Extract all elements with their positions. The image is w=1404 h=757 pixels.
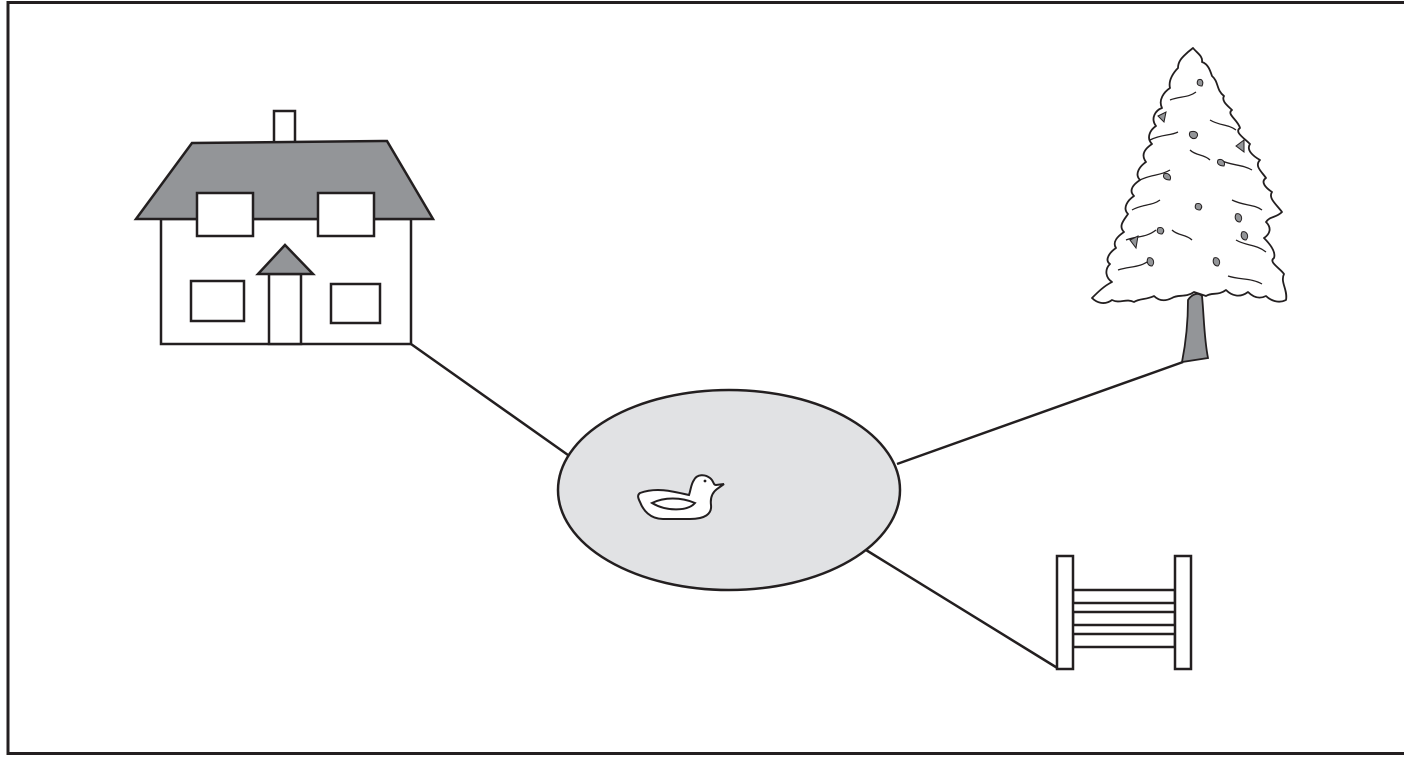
house-icon bbox=[133, 109, 436, 346]
connections bbox=[410, 342, 1184, 671]
window-left bbox=[189, 279, 246, 323]
tree-gray-patches bbox=[1129, 79, 1249, 267]
duck-eye bbox=[703, 479, 707, 483]
window-right bbox=[329, 282, 382, 325]
gate-icon bbox=[1055, 554, 1193, 671]
tree-icon bbox=[1091, 47, 1288, 364]
edge-house-pond bbox=[410, 342, 569, 457]
tree-trunk bbox=[1180, 293, 1210, 364]
duck-icon bbox=[637, 474, 725, 520]
dormer-window-left bbox=[195, 191, 255, 238]
chimney bbox=[272, 109, 297, 145]
duck-wing bbox=[649, 497, 697, 511]
door-pediment bbox=[255, 243, 316, 276]
frame-border bbox=[6, 1, 1404, 755]
pond-icon bbox=[556, 388, 902, 592]
gate-post-right bbox=[1173, 554, 1193, 671]
gate-rail-middle bbox=[1071, 610, 1177, 627]
tree-foliage bbox=[1091, 47, 1288, 304]
edge-gate-pond bbox=[865, 548, 1060, 671]
gate-rail-bottom bbox=[1071, 632, 1177, 649]
edge-tree-pond bbox=[896, 360, 1184, 466]
gate-rail-top bbox=[1071, 588, 1177, 605]
roof bbox=[133, 139, 436, 221]
gate-post-left bbox=[1055, 554, 1075, 671]
dormer-window-right bbox=[316, 191, 376, 238]
duck-body bbox=[637, 474, 725, 520]
door bbox=[267, 272, 303, 346]
